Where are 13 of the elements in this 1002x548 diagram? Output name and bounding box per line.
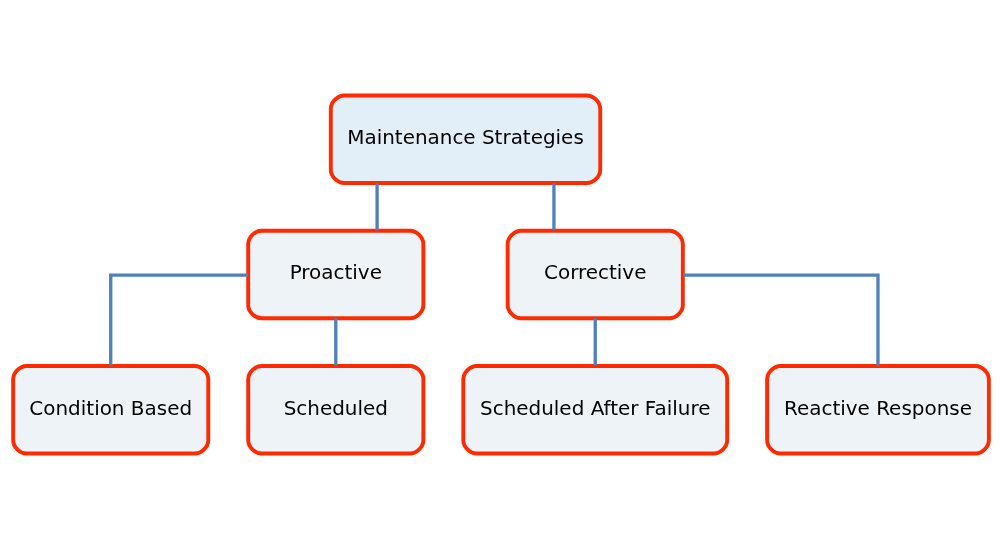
connector — [593, 317, 597, 366]
connector — [375, 182, 379, 230]
connector — [683, 272, 880, 366]
node-box: Scheduled — [246, 363, 426, 455]
connector — [552, 182, 556, 230]
node-box: Scheduled After Failure — [461, 363, 730, 455]
node-box: Maintenance Strategies — [328, 93, 603, 185]
node-box: Corrective — [505, 228, 685, 320]
connector — [109, 272, 249, 366]
connector — [334, 317, 338, 366]
node-box: Proactive — [246, 228, 426, 320]
node-box: Condition Based — [11, 363, 211, 455]
node-box: Reactive Response — [765, 363, 991, 455]
